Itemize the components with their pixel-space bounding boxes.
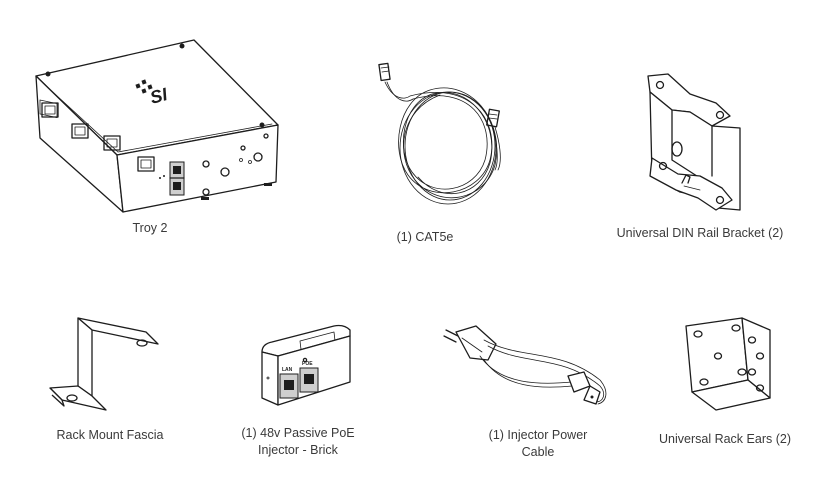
- caption-rack-mount-fascia: Rack Mount Fascia: [56, 428, 164, 442]
- caption-din-rail-bracket: Universal DIN Rail Bracket (2): [616, 226, 784, 240]
- logo-text: SI: [148, 84, 171, 108]
- caption-universal-rack-ears: Universal Rack Ears (2): [659, 432, 791, 446]
- si-logo-icon: SI: [135, 79, 171, 108]
- caption-injector-power-cable: (1) Injector Power Cable: [488, 428, 588, 459]
- port-label-poe: POE: [302, 361, 313, 367]
- caption-cat5e: (1) CAT5e: [396, 230, 454, 244]
- port-label-lan: LAN: [282, 367, 293, 373]
- caption-troy-2: Troy 2: [132, 221, 168, 235]
- caption-poe-injector: (1) 48v Passive PoE Injector - Brick: [241, 426, 355, 457]
